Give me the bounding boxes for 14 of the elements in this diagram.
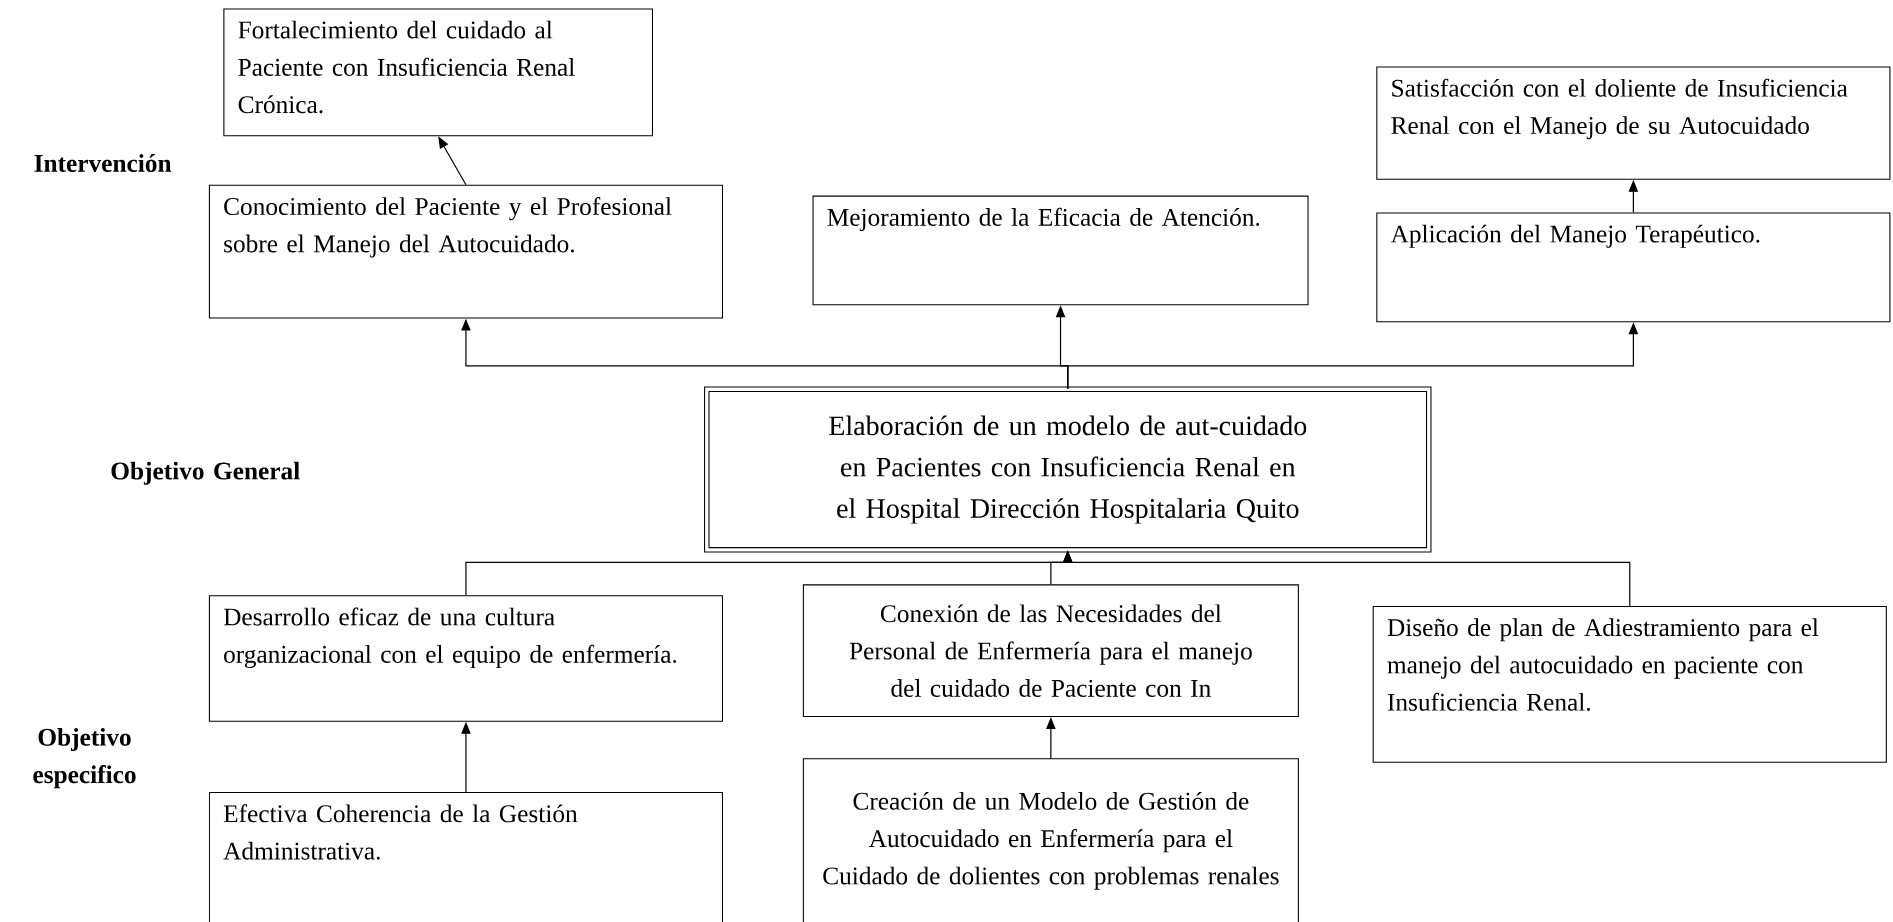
text-box: Desarrollo eficaz de una cultura organizacional con el equipo de enfermería. [208, 595, 724, 722]
text-box: Fortalecimiento del cuidado al Paciente con Insuficiencia Renal Crónica. [223, 8, 653, 137]
row-label: Intervención [34, 154, 172, 172]
text-box: Elaboración de un modelo de aut-cuidado en Pacientes con Insuficiencia Renal en el Hospital Dirección Hospitalaria Quito [704, 386, 1432, 553]
text-box: Efectiva Coherencia de la Gestión Administrativa. [208, 791, 724, 922]
row-label: Objetivo General [111, 461, 300, 485]
text-box: Conocimiento del Paciente y el Profesional sobre el Manejo del Autocuidado. [208, 184, 724, 319]
text-box: Conexión de las Necesidades del Personal de Enfermería para el manejo del cuidado de Paciente con In [802, 584, 1299, 717]
row-label: Objetivo especifico [33, 728, 136, 789]
text-box: Satisfacción con el doliente de Insuficiencia Renal con el Manejo de su Autocuidado [1376, 66, 1891, 180]
text-box: Diseño de plan de Adiestramiento para el manejo del autocuidado en paciente con Insuficiencia Renal. [1372, 606, 1887, 763]
text-box: Aplicación del Manejo Terapéutico. [1376, 212, 1891, 323]
text-box: Creación de un Modelo de Gestión de Autocuidado en Enfermería para el Cuidado de dolientes con problemas renales [802, 758, 1299, 922]
text-box: Mejoramiento de la Eficacia de Atención. [812, 195, 1309, 306]
